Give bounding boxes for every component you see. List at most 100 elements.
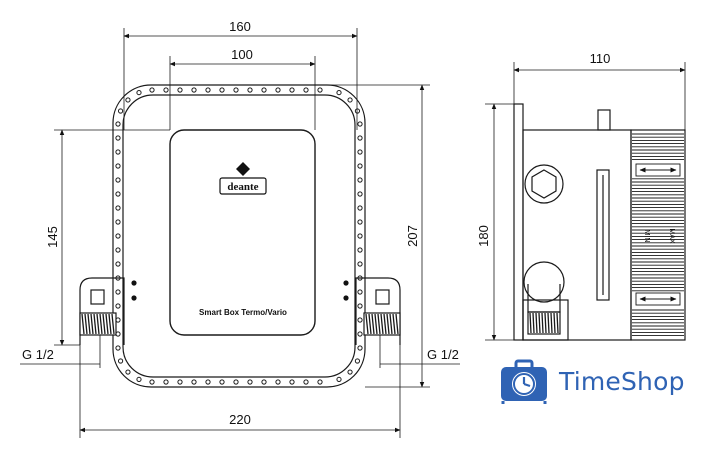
frame-dot bbox=[275, 87, 281, 93]
frame-dot bbox=[115, 331, 121, 337]
thread-line bbox=[368, 313, 372, 335]
side-thread-lines bbox=[529, 312, 559, 334]
frame-dot bbox=[317, 87, 323, 93]
thread-line bbox=[392, 313, 396, 335]
frame-dot bbox=[117, 358, 124, 364]
frame-dot bbox=[357, 177, 363, 183]
side-dimensions bbox=[485, 62, 686, 341]
thread-line bbox=[374, 313, 378, 335]
thread-line bbox=[365, 313, 369, 335]
frame-dot bbox=[357, 219, 363, 225]
frame-dot bbox=[115, 191, 121, 197]
frame-dot bbox=[357, 135, 363, 141]
front-outer-frame bbox=[112, 84, 366, 388]
frame-dot bbox=[149, 379, 155, 385]
frame-dot bbox=[261, 87, 267, 93]
frame-dot bbox=[115, 177, 121, 183]
dim-g12-right: G 1/2 bbox=[427, 347, 459, 362]
front-dot-ring bbox=[115, 87, 363, 385]
frame-dot bbox=[205, 379, 211, 385]
dim-g12-left: G 1/2 bbox=[22, 347, 54, 362]
thread-line bbox=[544, 312, 547, 334]
frame-dot bbox=[163, 87, 169, 93]
frame-dot bbox=[115, 317, 121, 323]
frame-dot bbox=[233, 87, 239, 93]
left-mount-bracket bbox=[79, 277, 125, 345]
frame-dot bbox=[357, 303, 363, 309]
frame-dot bbox=[354, 358, 361, 364]
frame-dot bbox=[347, 369, 353, 375]
thread-line bbox=[389, 313, 393, 335]
frame-dot bbox=[177, 379, 183, 385]
dim-110: 110 bbox=[590, 51, 611, 66]
dim-180: 180 bbox=[476, 225, 491, 247]
frame-dot bbox=[357, 163, 363, 169]
frame-dot bbox=[357, 275, 363, 281]
frame-dot bbox=[336, 376, 342, 383]
frame-dot bbox=[115, 149, 121, 155]
thread-line bbox=[99, 313, 103, 335]
frame-dot bbox=[115, 345, 121, 351]
thread-line bbox=[102, 313, 106, 335]
frame-dot bbox=[177, 87, 183, 93]
thread-line bbox=[553, 312, 556, 334]
side-rib-lines bbox=[632, 133, 684, 337]
frame-dot bbox=[191, 87, 197, 93]
frame-dot bbox=[357, 233, 363, 239]
thread-line bbox=[529, 312, 532, 334]
side-mark-max: MAX bbox=[668, 228, 675, 244]
frame-dot bbox=[275, 379, 281, 385]
thread-line bbox=[547, 312, 550, 334]
frame-dot bbox=[357, 149, 363, 155]
frame-dot bbox=[136, 376, 142, 383]
front-solid-dots bbox=[131, 280, 349, 301]
thread-line bbox=[556, 312, 559, 334]
thread-line bbox=[96, 313, 100, 335]
frame-dot bbox=[357, 121, 363, 127]
frame-dot bbox=[115, 135, 121, 141]
thread-line bbox=[371, 313, 375, 335]
suitcase-clock-icon bbox=[501, 359, 547, 404]
thread-line bbox=[90, 313, 94, 335]
dim-160: 160 bbox=[229, 19, 251, 34]
brand-name: TimeShop bbox=[559, 366, 685, 396]
product-label: Smart Box Termo/Vario bbox=[199, 308, 287, 317]
frame-dot bbox=[115, 163, 121, 169]
frame-dot bbox=[303, 87, 309, 93]
thread-line bbox=[386, 313, 390, 335]
thread-hatching bbox=[81, 313, 399, 335]
thread-line bbox=[105, 313, 109, 335]
frame-dot bbox=[149, 87, 155, 93]
frame-dot bbox=[357, 345, 363, 351]
frame-dot bbox=[357, 317, 363, 323]
thread-line bbox=[84, 313, 88, 335]
frame-dot bbox=[205, 87, 211, 93]
front-cover bbox=[169, 129, 316, 336]
frame-dot bbox=[233, 379, 239, 385]
frame-dot bbox=[117, 108, 124, 114]
side-view bbox=[513, 103, 686, 341]
frame-dot bbox=[136, 89, 142, 96]
side-upper-nut bbox=[524, 164, 564, 204]
right-mount-bracket bbox=[355, 277, 401, 345]
frame-dot bbox=[347, 97, 353, 103]
thread-line bbox=[108, 313, 112, 335]
frame-dot bbox=[115, 289, 121, 295]
thread-line bbox=[93, 313, 97, 335]
timeshop-watermark: TimeShop bbox=[497, 356, 685, 406]
deante-logo: deante bbox=[219, 162, 267, 195]
dim-145: 145 bbox=[45, 226, 60, 248]
thread-line bbox=[541, 312, 544, 334]
side-mount-plate bbox=[513, 103, 524, 341]
logo-text: deante bbox=[227, 181, 258, 193]
frame-dot bbox=[163, 379, 169, 385]
frame-dot bbox=[289, 87, 295, 93]
thread-line bbox=[550, 312, 553, 334]
frame-dot bbox=[115, 247, 121, 253]
frame-dot bbox=[247, 379, 253, 385]
frame-dot bbox=[357, 191, 363, 197]
frame-dot bbox=[191, 379, 197, 385]
thread-line bbox=[535, 312, 538, 334]
frame-dot bbox=[317, 379, 323, 385]
